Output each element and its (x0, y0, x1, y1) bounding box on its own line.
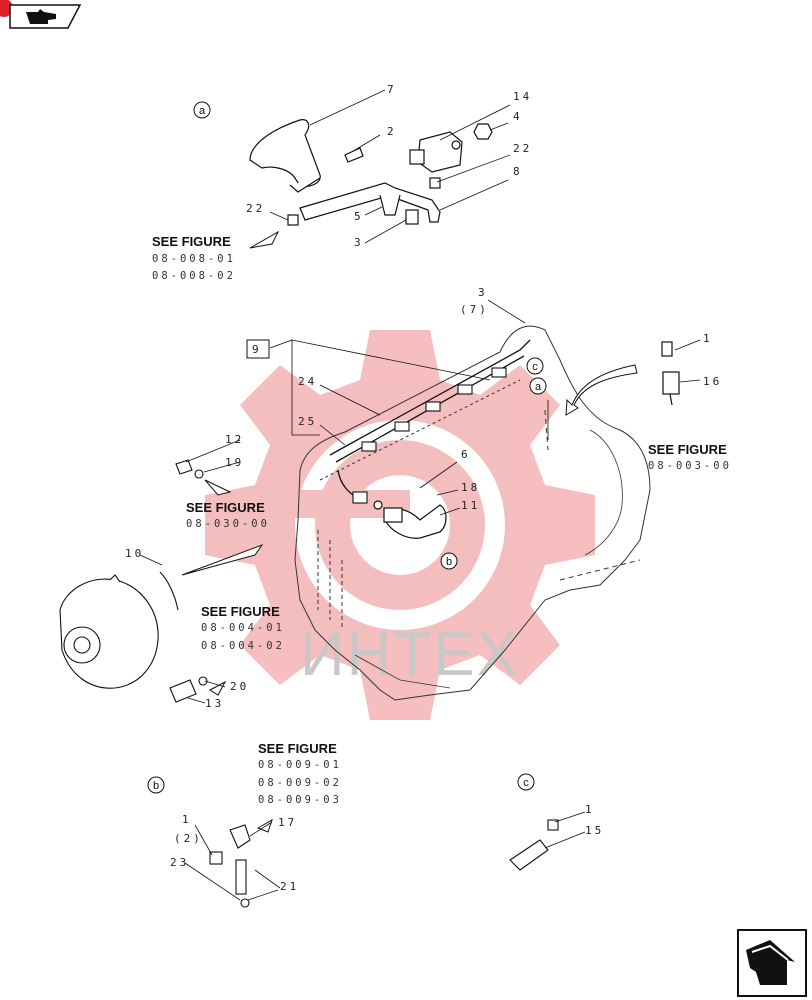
see-figure-arrow-left (204, 479, 232, 496)
detail-marker-a-top[interactable]: a (193, 101, 211, 119)
svg-text:SEE FIGURE: SEE FIGURE (152, 234, 231, 249)
callout-14: 14 (513, 90, 532, 103)
watermark-text: ИНТЕХ (300, 620, 520, 689)
svg-text:08-009-02: 08-009-02 (258, 777, 342, 789)
svg-text:a: a (199, 105, 206, 117)
callout-22-left: 22 (246, 202, 265, 215)
callout-10: 10 (125, 547, 144, 560)
nav-back-button[interactable] (0, 0, 82, 29)
harness-connectors (352, 367, 507, 504)
detail-marker-b-engine[interactable]: b (440, 552, 458, 570)
next-page-button[interactable] (737, 929, 807, 997)
detail-b-parts (209, 824, 251, 908)
callout-11: 11 (461, 499, 480, 512)
bolt-2 (344, 147, 364, 163)
callout-16: 16 (703, 375, 722, 388)
callout-17: 17 (278, 816, 297, 829)
callout-6: 6 (461, 448, 471, 461)
see-figure-arrow-right (565, 364, 638, 416)
nut-4 (473, 123, 493, 140)
callout-20: 20 (230, 680, 249, 693)
callout-13: 13 (205, 697, 224, 710)
callout-1-right: 1 (703, 332, 713, 345)
detail-marker-b-bottom[interactable]: b (147, 776, 165, 794)
callout-19: 19 (225, 456, 244, 469)
svg-text:c: c (523, 777, 529, 789)
callout-3-engine: 3 (478, 286, 488, 299)
see-figure-link-08-003[interactable]: SEE FIGURE 08-003-00 (648, 442, 732, 472)
detail-marker-c-bottom[interactable]: c (517, 773, 535, 791)
callout-numbers: 7 2 14 4 22 8 22 5 3 3 (7) 9 24 25 1 16 … (125, 83, 722, 893)
callout-3-top: 3 (354, 236, 364, 249)
connector-14 (417, 131, 463, 173)
svg-text:08-009-01: 08-009-01 (258, 759, 342, 771)
callout-9: 9 (252, 343, 262, 356)
svg-text:08-030-00: 08-030-00 (186, 518, 270, 530)
svg-text:08-008-02: 08-008-02 (152, 270, 236, 282)
see-figure-link-08-004[interactable]: SEE FIGURE 08-004-01 08-004-02 (201, 604, 285, 652)
svg-text:08-009-03: 08-009-03 (258, 794, 342, 806)
svg-text:SEE FIGURE: SEE FIGURE (258, 741, 337, 756)
callout-7: 7 (387, 83, 397, 96)
svg-text:08-003-00: 08-003-00 (648, 460, 732, 472)
callout-15: 15 (585, 824, 604, 837)
callout-1-b: 1 (182, 813, 192, 826)
callout-8: 8 (513, 165, 523, 178)
engine-block (294, 325, 651, 701)
next-page-arrow-icon (746, 940, 795, 985)
hand-pointer-icon (26, 9, 56, 24)
svg-text:SEE FIGURE: SEE FIGURE (201, 604, 280, 619)
see-figure-link-08-009[interactable]: SEE FIGURE 08-009-01 08-009-02 08-009-03 (258, 741, 342, 806)
callout-3-sub: (7) (460, 303, 489, 316)
callout-24: 24 (298, 375, 317, 388)
svg-text:SEE FIGURE: SEE FIGURE (186, 500, 265, 515)
svg-text:c: c (532, 361, 538, 373)
detail-c-parts (509, 819, 559, 871)
svg-text:08-008-01: 08-008-01 (152, 253, 236, 265)
callout-25: 25 (298, 415, 317, 428)
leader-lines (139, 89, 701, 901)
sensor-16 (661, 341, 680, 406)
sensor-11 (373, 500, 447, 539)
callout-2: 2 (387, 125, 397, 138)
detail-marker-a-engine[interactable]: a (529, 377, 547, 395)
callout-1-c: 1 (585, 803, 595, 816)
pipe-8 (299, 182, 441, 223)
callout-box-9 (246, 339, 270, 359)
alternator (59, 571, 179, 689)
svg-text:08-004-01: 08-004-01 (201, 622, 285, 634)
callout-4: 4 (513, 110, 523, 123)
detail-marker-c-engine[interactable]: c (526, 357, 544, 375)
sensor-13 (169, 676, 208, 703)
bracket-7 (249, 119, 321, 187)
svg-text:a: a (535, 381, 542, 393)
callout-1-b-sub: (2) (174, 832, 203, 845)
callout-21: 21 (280, 880, 299, 893)
callout-12: 12 (225, 433, 244, 446)
callout-5: 5 (354, 210, 364, 223)
fitting-12 (175, 459, 204, 479)
callout-23: 23 (170, 856, 189, 869)
svg-text:SEE FIGURE: SEE FIGURE (648, 442, 727, 457)
svg-text:b: b (446, 556, 452, 568)
callout-22-top: 22 (513, 142, 532, 155)
see-figure-link-08-030[interactable]: SEE FIGURE 08-030-00 (186, 500, 270, 530)
svg-text:08-004-02: 08-004-02 (201, 640, 285, 652)
svg-text:b: b (153, 780, 159, 792)
callout-18: 18 (461, 481, 480, 494)
see-figure-link-08-008[interactable]: SEE FIGURE 08-008-01 08-008-02 (152, 234, 236, 282)
top-assembly (249, 119, 493, 226)
see-figure-arrow-alternator (181, 543, 264, 576)
